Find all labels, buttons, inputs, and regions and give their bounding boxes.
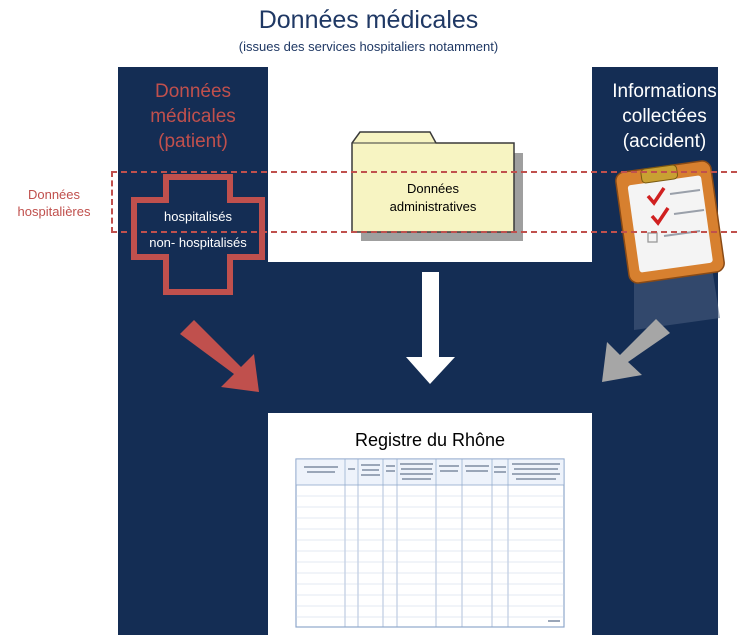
patient-medical-data-title: Données médicales (patient): [150, 81, 236, 152]
accident-info-title: Informations collectées (accident): [612, 81, 717, 152]
hospital-data-band: [111, 171, 737, 233]
arrow-down-icon: [406, 272, 455, 384]
non-hospitalised-label: non- hospitalisés: [149, 235, 247, 250]
hospitalised-label: hospitalisés: [164, 209, 232, 224]
diagram-subtitle: (issues des services hospitaliers notamm…: [238, 39, 499, 54]
folder-icon: [351, 131, 523, 241]
register-form-icon: [295, 458, 565, 628]
registry-title: Registre du Rhône: [354, 430, 506, 450]
medical-cross-icon: [131, 174, 265, 295]
folder-label: Données administratives: [389, 181, 477, 214]
arrow-diagonal-icon: [180, 320, 259, 392]
arrow-diagonal-icon: [602, 319, 670, 382]
hospital-data-label: Données hospitalières: [17, 187, 91, 219]
diagram-title: Données médicales: [258, 6, 479, 34]
clipboard-icon: [615, 160, 725, 330]
